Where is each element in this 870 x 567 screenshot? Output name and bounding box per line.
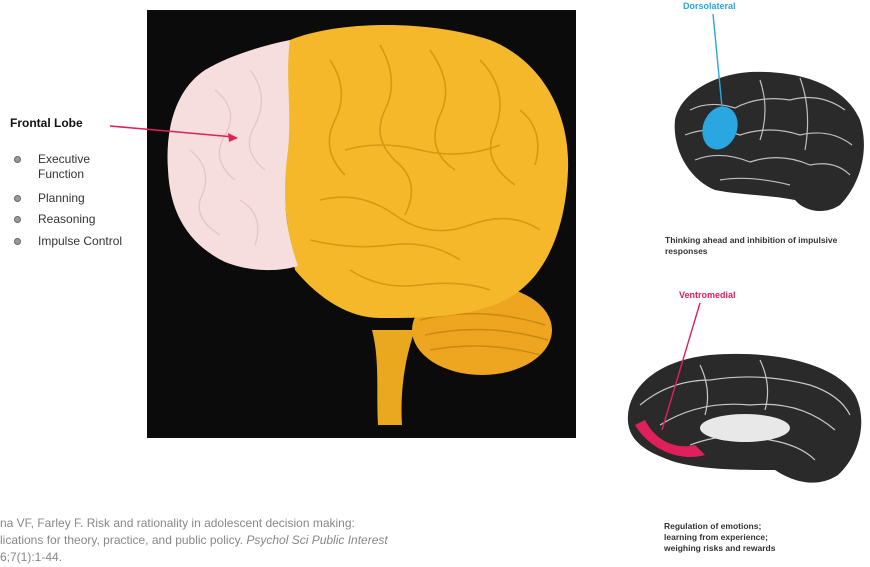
citation-line-2-text: lications for theory, practice, and publ… [0, 533, 246, 547]
function-label: Planning [38, 191, 85, 206]
function-label: Executive Function [38, 152, 128, 182]
citation: na VF, Farley F. Risk and rationality in… [0, 515, 560, 566]
bullet-dot-icon [14, 238, 21, 245]
ventromedial-caption: Regulation of emotions; learning from ex… [664, 521, 784, 554]
frontal-lobe-title: Frontal Lobe [10, 116, 83, 130]
bullet-dot-icon [14, 216, 21, 223]
cerebrum [282, 25, 568, 318]
function-label: Reasoning [38, 212, 95, 227]
ventromedial-label: Ventromedial [679, 290, 736, 300]
brain-illustration [167, 25, 568, 425]
citation-line-3: 6;7(1):1-44. [0, 549, 560, 566]
dorsolateral-caption: Thinking ahead and inhibition of impulsi… [665, 235, 855, 257]
citation-journal: Psychol Sci Public Interest [246, 533, 387, 547]
citation-line-2: lications for theory, practice, and publ… [0, 532, 560, 549]
function-label: Impulse Control [38, 234, 122, 249]
citation-line-1: na VF, Farley F. Risk and rationality in… [0, 515, 560, 532]
bullet-dot-icon [14, 156, 21, 163]
frontal-lobe [167, 40, 298, 270]
dorsolateral-brain [675, 14, 864, 211]
bullet-dot-icon [14, 195, 21, 202]
ventromedial-brain [628, 303, 861, 483]
dorsolateral-label: Dorsolateral [683, 1, 736, 11]
brainstem [372, 330, 415, 425]
